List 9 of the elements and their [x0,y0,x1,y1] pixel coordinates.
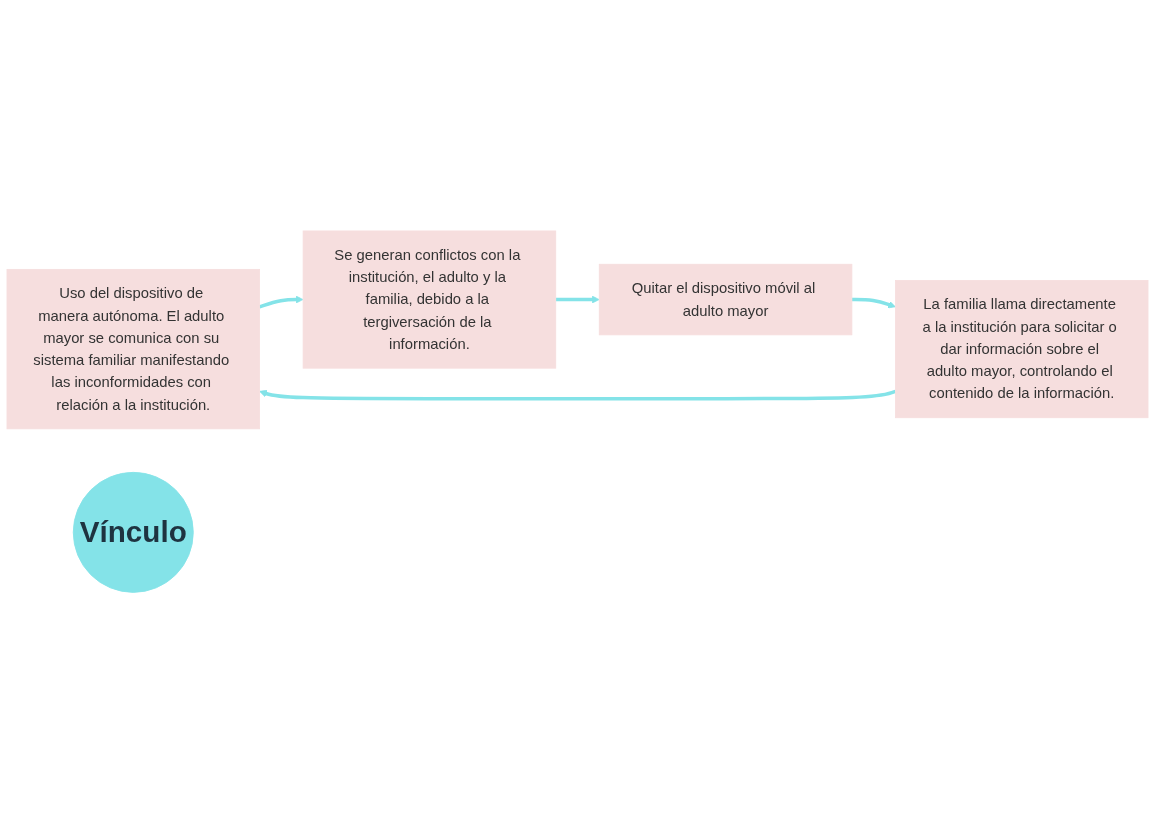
node-box: Uso del dispositivo de manera autónoma. El adulto mayor se comunica con su sistema familiar manifestando las inconformidades con relación a la institución. [6,269,260,430]
arrow [259,296,304,309]
arrow [259,390,896,401]
node-box: Quitar el dispositivo móvil al adulto mayor [598,264,853,336]
node-box: La familia llama directamente a la institución para solicitar o dar información sobre el adulto mayor, controlando el contenido de la información. [895,280,1149,419]
node-circle: Vínculo [72,472,194,594]
arrow [555,296,600,304]
node-box: Se generan conflictos con la institución, el adulto y la familia, debido a la tergiversación de la información. [302,230,557,369]
arrow [851,298,896,309]
